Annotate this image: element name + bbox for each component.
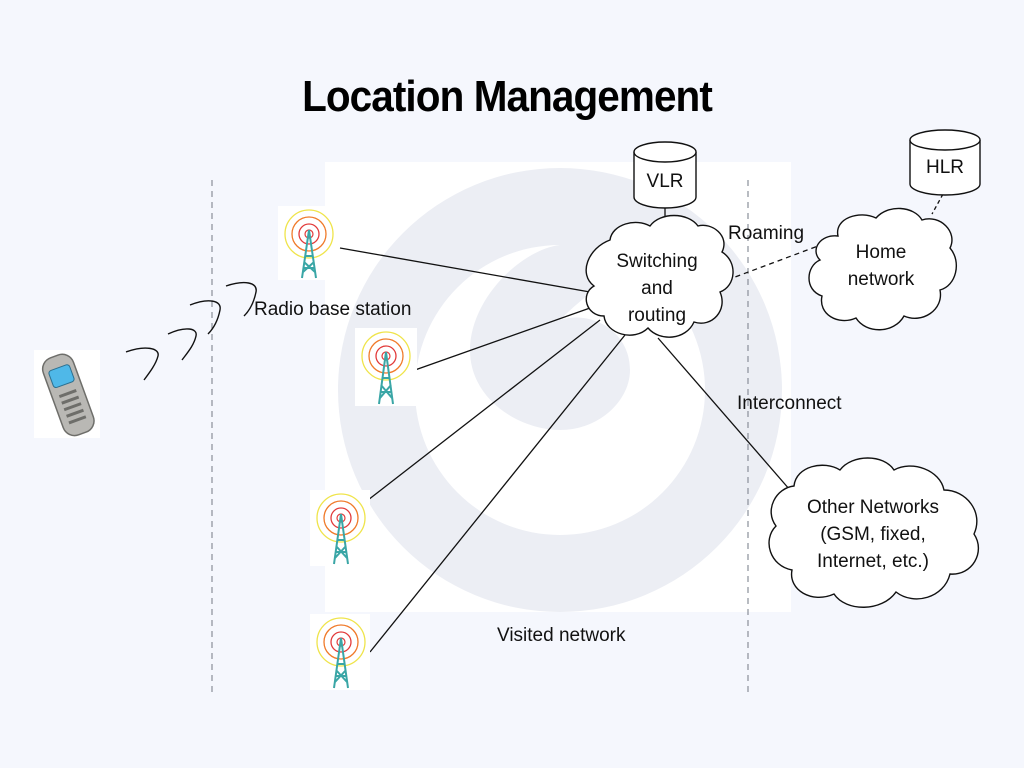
vlr-label: VLR xyxy=(646,171,684,192)
hlr-link xyxy=(931,193,944,215)
radio-base-station-label: Radio base station xyxy=(254,299,412,320)
radio-tower-icon xyxy=(355,328,417,406)
interconnect-link xyxy=(657,337,791,491)
other-networks-cloud xyxy=(768,457,980,608)
radio-tower-icon xyxy=(310,614,370,690)
link-tower-4 xyxy=(369,334,626,653)
radio-wave-1 xyxy=(125,347,159,381)
vlr-database-icon xyxy=(633,141,697,209)
hlr-database-icon xyxy=(909,129,981,196)
home-network-label-line-2: network xyxy=(847,269,915,290)
link-tower-1 xyxy=(339,247,591,293)
radio-tower-icon xyxy=(310,490,370,566)
roaming-label: Roaming xyxy=(728,223,805,244)
other-networks-label-line-1: Other Networks xyxy=(807,497,939,518)
switching-label-line-1: Switching xyxy=(616,251,698,272)
interconnect-label: Interconnect xyxy=(737,393,842,414)
radio-wave-3 xyxy=(189,300,221,335)
hlr-label: HLR xyxy=(925,157,964,178)
home-network-label-line-1: Home xyxy=(855,242,907,263)
connection-lines xyxy=(339,193,944,653)
slide-title: Location Management xyxy=(302,72,713,121)
mobile-phone-icon xyxy=(34,350,100,438)
switching-label-line-3: routing xyxy=(627,305,687,326)
other-networks-label-line-3: Internet, etc.) xyxy=(817,551,929,572)
radio-tower-icon xyxy=(278,206,338,280)
link-tower-2 xyxy=(414,307,591,371)
visited-network-label: Visited network xyxy=(497,625,626,646)
switching-cloud xyxy=(585,214,734,338)
home-network-cloud xyxy=(808,207,958,331)
radio-wave-4 xyxy=(225,281,257,317)
roaming-link xyxy=(726,245,819,281)
other-networks-label-line-2: (GSM, fixed, xyxy=(820,524,926,545)
radio-waves xyxy=(125,281,257,381)
switching-label-line-2: and xyxy=(641,278,673,299)
radio-wave-2 xyxy=(167,328,197,361)
link-tower-3 xyxy=(367,319,601,501)
